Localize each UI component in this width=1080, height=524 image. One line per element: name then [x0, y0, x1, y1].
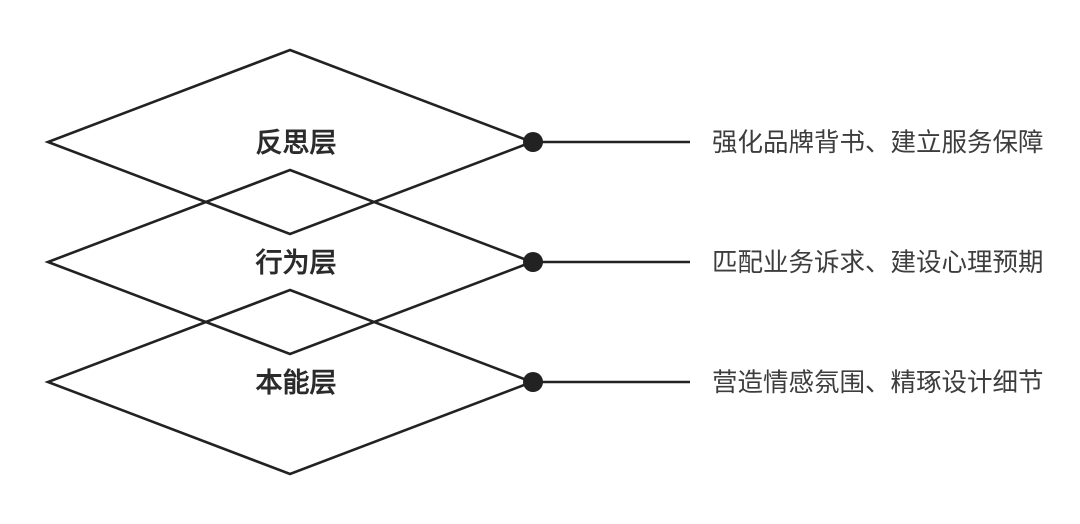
instinctive-layer-label: 本能层: [256, 367, 337, 398]
instinctive-layer-diamond: [44, 288, 536, 476]
behavioral-layer-label: 行为层: [255, 247, 337, 278]
behavioral-connector-dot: [523, 252, 543, 272]
instinctive-layer-annotation: 营造情感氛围、精琢设计细节: [712, 369, 1044, 397]
layer-group-behavioral: 行为层 匹配业务诉求、建设心理预期: [44, 168, 1044, 356]
behavioral-layer-annotation: 匹配业务诉求、建设心理预期: [712, 249, 1044, 277]
reflective-layer-annotation: 强化品牌背书、建立服务保障: [712, 129, 1044, 157]
layer-group-reflective: 反思层 强化品牌背书、建立服务保障: [44, 48, 1044, 236]
layer-group-instinctive: 本能层 营造情感氛围、精琢设计细节: [44, 288, 1044, 476]
reflective-layer-label: 反思层: [256, 128, 337, 158]
reflective-layer-diamond: [44, 48, 536, 236]
instinctive-connector-dot: [523, 372, 543, 392]
reflective-connector-dot: [523, 132, 543, 152]
behavioral-layer-diamond: [44, 168, 536, 356]
